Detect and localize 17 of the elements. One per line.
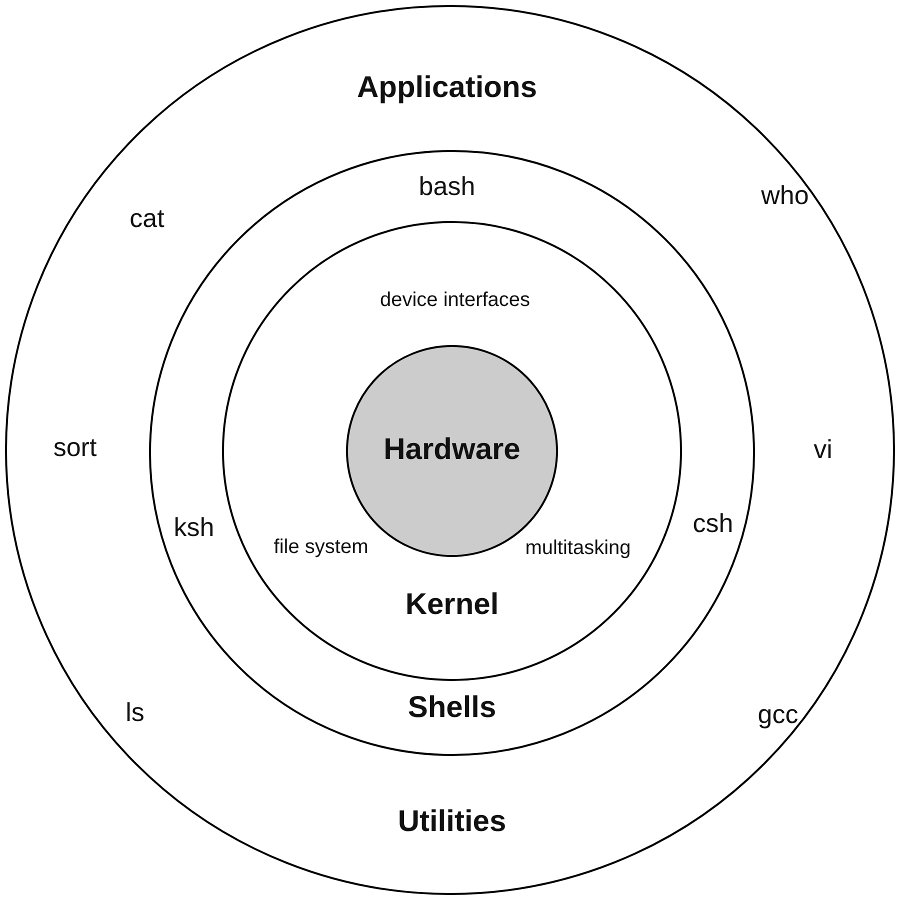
layer-title: Applications — [357, 73, 537, 103]
layer-title: Kernel — [405, 590, 499, 620]
command-label: ls — [126, 699, 144, 725]
function-label: file system — [274, 537, 368, 557]
layer-title: Hardware — [384, 435, 520, 465]
shell-label: csh — [692, 510, 734, 536]
function-label: multitasking — [525, 538, 631, 558]
command-label: vi — [814, 436, 832, 462]
layer-title: Utilities — [398, 807, 506, 837]
command-label: gcc — [758, 701, 798, 727]
command-label: who — [761, 182, 809, 208]
function-label: device interfaces — [380, 290, 530, 310]
command-label: sort — [53, 434, 97, 460]
command-label: cat — [130, 205, 164, 231]
shell-label: bash — [418, 173, 476, 199]
layer-title: Shells — [408, 693, 496, 723]
shell-label: ksh — [174, 514, 214, 540]
